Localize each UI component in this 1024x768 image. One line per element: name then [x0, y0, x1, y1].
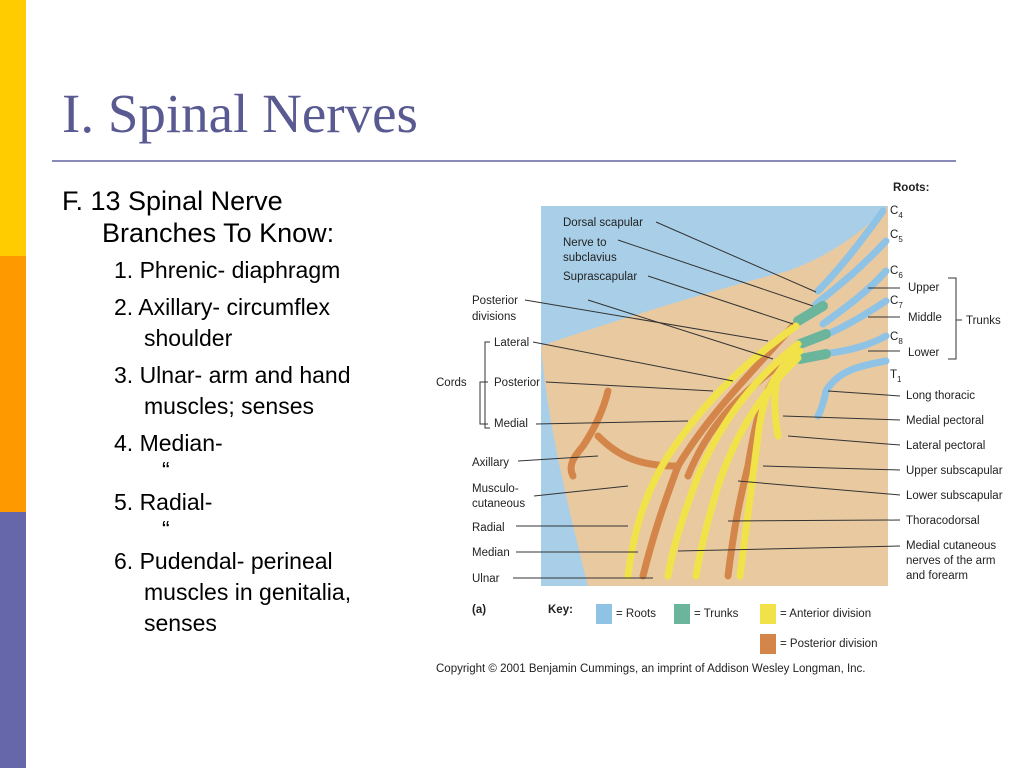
key-swatch-roots	[596, 604, 612, 624]
key-title: Key:	[548, 604, 573, 616]
title-divider	[52, 160, 956, 162]
roots-title: Roots:	[893, 182, 929, 194]
axillary-label: Axillary	[472, 457, 509, 469]
ulnar-label: Ulnar	[472, 573, 500, 585]
musculocutaneous-label: Musculo-	[472, 483, 519, 495]
cords-group-label: Cords	[436, 377, 467, 389]
key-label: = Anterior division	[780, 608, 871, 620]
key-swatch-trunks	[674, 604, 690, 624]
list-item-continuation: shoulder	[144, 325, 233, 351]
posterior-divisions-label: Posterior	[472, 295, 518, 307]
branch-label: Long thoracic	[906, 390, 975, 402]
trunks-group-label: Trunks	[966, 315, 1001, 327]
heading-line-2: Branches To Know:	[102, 218, 335, 248]
trunk-label: Lower	[908, 347, 939, 359]
medial-cutaneous-label: Medial cutaneous	[906, 540, 996, 552]
list-item-continuation: muscles in genitalia,	[144, 579, 352, 605]
list-item-text: 4. Median-	[114, 430, 223, 456]
median-label: Median	[472, 547, 510, 559]
trunk-label: Upper	[908, 282, 939, 294]
list-item: 1. Phrenic- diaphragm	[114, 255, 442, 286]
leader-lines	[479, 221, 962, 579]
root-label: C8	[890, 331, 903, 346]
medial-cutaneous-label: nerves of the arm	[906, 555, 995, 567]
dorsal-scapular-label: Dorsal scapular	[563, 217, 643, 229]
sidebar-stripe-purple	[0, 512, 26, 768]
list-item-continuation: senses	[144, 610, 217, 636]
ditto-mark: “	[162, 457, 170, 483]
list-item-text: 3. Ulnar- arm and hand	[114, 362, 351, 388]
heading-line-1: F. 13 Spinal Nerve	[62, 186, 283, 216]
branch-label: Lateral pectoral	[906, 440, 985, 452]
key-label: = Trunks	[694, 608, 739, 620]
key-swatch-anterior	[760, 604, 776, 624]
root-label: C6	[890, 265, 903, 280]
sidebar-stripe-yellow	[0, 0, 26, 256]
nerve-to-subclavius-label: subclavius	[563, 252, 617, 264]
root-label: C7	[890, 295, 903, 310]
key-swatch-posterior	[760, 634, 776, 654]
list-item: 4. Median- “	[114, 428, 442, 483]
brachial-plexus-figure: Roots: C4 C5 C6 C7 C8 T1 Upper Middle Lo…	[436, 182, 1003, 675]
key-label: = Roots	[616, 608, 656, 620]
list-item-text: 2. Axillary- circumflex	[114, 294, 330, 320]
list-item-text: 5. Radial-	[114, 489, 213, 515]
suprascapular-label: Suprascapular	[563, 271, 637, 283]
cord-label: Lateral	[494, 337, 529, 349]
key-label: = Posterior division	[780, 638, 877, 650]
slide-body: F. 13 Spinal Nerve Branches To Know: 1. …	[62, 185, 442, 639]
copyright-text: Copyright © 2001 Benjamin Cummings, an i…	[436, 663, 866, 675]
branch-label: Medial pectoral	[906, 415, 984, 427]
list-item-text: 6. Pudendal- perineal	[114, 548, 333, 574]
sidebar-stripe-orange	[0, 256, 26, 512]
trunks-group	[793, 301, 831, 364]
radial-label: Radial	[472, 522, 505, 534]
branch-label: Lower subscapular	[906, 490, 1003, 502]
list-item: 3. Ulnar- arm and hand muscles; senses	[114, 360, 442, 422]
cord-label: Posterior	[494, 377, 540, 389]
list-item-text: 1. Phrenic- diaphragm	[114, 257, 341, 283]
posterior-divisions-label: divisions	[472, 311, 516, 323]
ditto-mark: “	[162, 516, 170, 542]
slide-title: I. Spinal Nerves	[62, 83, 418, 144]
branch-label: Thoracodorsal	[906, 515, 980, 527]
medial-cutaneous-label: and forearm	[906, 570, 968, 582]
list-item-continuation: muscles; senses	[144, 393, 315, 419]
list-item: 6. Pudendal- perineal muscles in genital…	[114, 546, 442, 639]
list-item: 5. Radial- “	[114, 487, 442, 542]
root-label: T1	[890, 369, 902, 384]
musculocutaneous-label: cutaneous	[472, 498, 525, 510]
root-label: C4	[890, 205, 903, 220]
nerve-to-subclavius-label: Nerve to	[563, 237, 606, 249]
root-label: C5	[890, 229, 903, 244]
cords-bracket	[484, 341, 490, 429]
panel-label: (a)	[472, 604, 486, 616]
trunk-label: Middle	[908, 312, 942, 324]
branch-label: Upper subscapular	[906, 465, 1003, 477]
body-heading: F. 13 Spinal Nerve Branches To Know:	[62, 185, 442, 249]
list-item: 2. Axillary- circumflex shoulder	[114, 292, 442, 354]
roots-group	[812, 207, 890, 420]
anterior-divisions-group	[624, 322, 804, 580]
cord-label: Medial	[494, 418, 528, 430]
